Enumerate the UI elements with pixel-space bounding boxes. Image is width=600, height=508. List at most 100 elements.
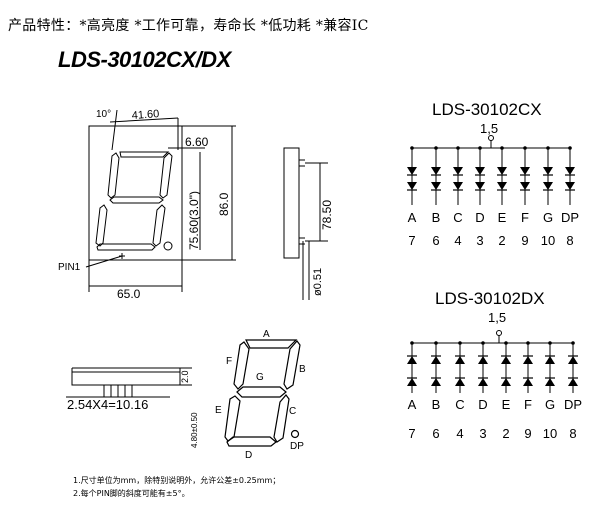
body-width-label: 65.0 <box>117 287 141 301</box>
circuit_cx-segment-label: B <box>432 210 441 225</box>
circuit_dx-pin-label: 2 <box>502 426 509 441</box>
circuit_dx-segment-label: A <box>408 397 417 412</box>
circuit_dx-diode <box>568 356 578 364</box>
circuit_dx-diode <box>455 356 465 364</box>
pitch-label: 2.54X4=10.16 <box>67 397 148 412</box>
bottom-view <box>66 367 192 398</box>
body-height-label: 86.0 <box>217 192 231 216</box>
circuit_dx-diode <box>545 356 555 364</box>
circuit_cx-diode <box>453 167 463 175</box>
side-span-label: 78.50 <box>320 200 334 230</box>
circuit_cx-diode <box>543 182 553 190</box>
circuit_dx-common-label: 1,5 <box>488 310 506 325</box>
circuit_cx-pin-label: 6 <box>432 233 439 248</box>
circuit_dx-pin-label: 3 <box>479 426 486 441</box>
circuit_dx-diode <box>501 378 511 386</box>
label-dp-dot <box>290 429 300 439</box>
circuit_cx-diode <box>475 182 485 190</box>
segment-a-outline <box>119 151 170 158</box>
side-dia-label: ø0.51 <box>312 268 324 296</box>
circuit_cx-diode <box>565 182 575 190</box>
circuit_cx-diode <box>497 182 507 190</box>
side-view <box>283 147 328 300</box>
dx-circuit-title: LDS-30102DX <box>435 289 545 308</box>
label-seg-g <box>236 386 287 398</box>
circuit_cx-segment-label: D <box>475 210 484 225</box>
circuit_cx-pin-label: 2 <box>498 233 505 248</box>
pin1-label: PIN1 <box>58 262 81 273</box>
circuit_dx-diode <box>478 356 488 364</box>
circuit_cx-segment-label: F <box>521 210 529 225</box>
bottom-body <box>71 367 181 386</box>
circuit_cx-diode <box>453 182 463 190</box>
side-body <box>283 147 300 259</box>
digit-height-label: 75.60(3.0") <box>187 191 201 250</box>
label-c: C <box>289 406 296 417</box>
cx-circuit-title: LDS-30102CX <box>432 100 542 119</box>
circuit_dx-pin-label: 6 <box>432 426 439 441</box>
circuit_dx-segment-label: C <box>455 397 464 412</box>
circuit_cx-diode <box>565 167 575 175</box>
circuit_cx-diode <box>543 167 553 175</box>
label-f: F <box>226 356 232 367</box>
circuit_cx-diode <box>431 182 441 190</box>
circuit_cx-pin-label: 10 <box>541 233 555 248</box>
circuit_dx-segment-label: E <box>502 397 511 412</box>
segment-d-outline <box>96 243 156 251</box>
segment-b-outline <box>159 152 173 199</box>
pin-length-label: 4.80±0.50 <box>190 412 199 448</box>
top-width-dimline <box>109 117 179 123</box>
circuit_dx-diode <box>407 378 417 386</box>
label-b: B <box>299 364 306 375</box>
circuit_cx-common-terminal <box>488 135 494 141</box>
circuit_dx-diode <box>431 378 441 386</box>
circuit_cx-common-label: 1,5 <box>480 121 498 136</box>
circuit_dx-diode <box>431 356 441 364</box>
bottom-height-label: 2.0 <box>180 370 190 383</box>
segment-f-outline <box>107 152 120 199</box>
label-seg-c <box>273 394 290 443</box>
circuit_dx-diode <box>545 378 555 386</box>
circuit_dx-diode <box>568 378 578 386</box>
label-seg-e <box>224 395 241 442</box>
circuit_cx-pin-label: 3 <box>476 233 483 248</box>
display-body-outline <box>88 125 183 261</box>
circuit_dx-diode <box>478 378 488 386</box>
segment-g-outline <box>109 196 164 204</box>
circuit_cx-segment-label: E <box>498 210 507 225</box>
label-e: E <box>215 405 222 416</box>
circuit_dx-diode <box>455 378 465 386</box>
circuit_cx-diode <box>520 182 530 190</box>
circuit_cx-segment-label: A <box>408 210 417 225</box>
label-seg-b <box>283 340 301 390</box>
label-d: D <box>245 450 252 461</box>
front-view <box>85 109 236 292</box>
label-a: A <box>263 329 270 340</box>
angle-line <box>111 109 118 151</box>
circuit_cx-diode <box>475 167 485 175</box>
circuit_cx-segment-label: G <box>543 210 553 225</box>
circuit_cx-segment-label: C <box>453 210 462 225</box>
circuit_dx-diode <box>523 378 533 386</box>
model-title: LDS-30102CX/DX <box>58 47 231 72</box>
label-seg-f <box>233 341 250 390</box>
segment-c-outline <box>152 204 166 247</box>
circuit_dx-pin-label: 8 <box>569 426 576 441</box>
circuit_cx-diode <box>407 167 417 175</box>
circuit_cx-pin-label: 4 <box>454 233 461 248</box>
features-header: 产品特性：*高亮度 *工作可靠，寿命长 *低功耗 *兼容IC <box>8 18 369 34</box>
circuit_cx-diode <box>407 182 417 190</box>
note-2: 2.每个PIN脚的斜度可能有±5°。 <box>73 489 190 498</box>
circuit_dx-pin-label: 7 <box>408 426 415 441</box>
label-seg-a <box>245 339 298 349</box>
dp-dot-outline <box>163 241 173 251</box>
circuit_cx-pin-label: 9 <box>521 233 528 248</box>
circuit_cx-pin-label: 7 <box>408 233 415 248</box>
circuit_dx-segment-label: DP <box>564 397 582 412</box>
circuit_dx-pin-label: 4 <box>456 426 463 441</box>
label-g: G <box>256 372 264 383</box>
seg-width-label: 6.60 <box>185 135 209 149</box>
note-1: 1.尺寸单位为mm，除特别说明外，允许公差±0.25mm； <box>73 476 281 485</box>
